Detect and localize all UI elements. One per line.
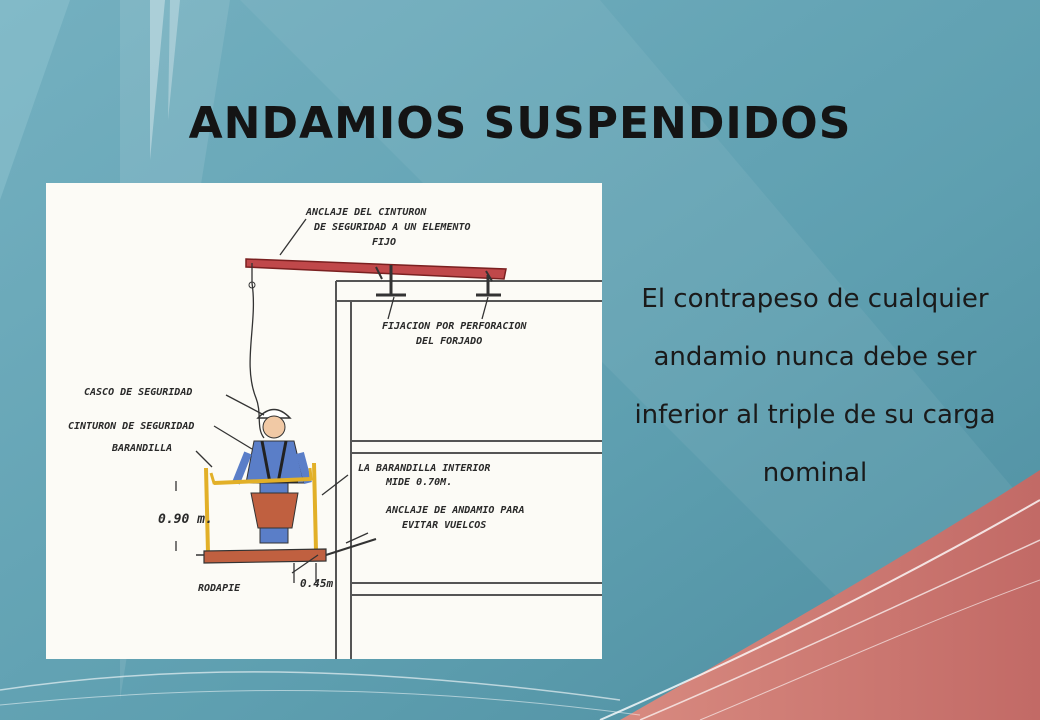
label-inner-rail-1: LA BARANDILLA INTERIOR (358, 463, 490, 474)
suspension-beam (245, 258, 507, 297)
label-leaders (175, 218, 489, 583)
building-structure (335, 280, 602, 659)
label-height-045: 0.45m (300, 577, 333, 590)
label-toeboard: RODAPIE (198, 583, 241, 594)
label-fixing-2: DEL FORJADO (415, 336, 482, 347)
label-helmet: CASCO DE SEGURIDAD (84, 387, 192, 398)
label-belt: CINTURON DE SEGURIDAD (68, 421, 194, 432)
label-belt-anchor-3: FIJO (372, 237, 396, 248)
slide-caption: El contrapeso de cualquier andamio nunca… (634, 284, 996, 488)
label-anchor-2: EVITAR VUELCOS (402, 520, 486, 531)
slide-title: ANDAMIOS SUSPENDIDOS (188, 98, 852, 149)
label-anchor-1: ANCLAJE DE ANDAMIO PARA (385, 505, 524, 516)
label-inner-rail-2: MIDE 0.70M. (385, 477, 452, 488)
label-height-090: 0.90 m. (158, 512, 213, 527)
scaffold-drawing: ANCLAJE DEL CINTURON DE SEGURIDAD A UN E… (68, 207, 602, 659)
suspended-scaffold-illustration: ANCLAJE DEL CINTURON DE SEGURIDAD A UN E… (46, 183, 602, 659)
label-railing: BARANDILLA (111, 443, 172, 454)
scaffold-platform (196, 462, 377, 564)
lifeline-rope (249, 263, 265, 439)
label-belt-anchor-1: ANCLAJE DEL CINTURON (305, 207, 427, 218)
label-belt-anchor-2: DE SEGURIDAD A UN ELEMENTO (313, 222, 471, 233)
diagram-labels: ANCLAJE DEL CINTURON DE SEGURIDAD A UN E… (68, 207, 527, 594)
label-fixing-1: FIJACION POR PERFORACION (382, 321, 527, 332)
